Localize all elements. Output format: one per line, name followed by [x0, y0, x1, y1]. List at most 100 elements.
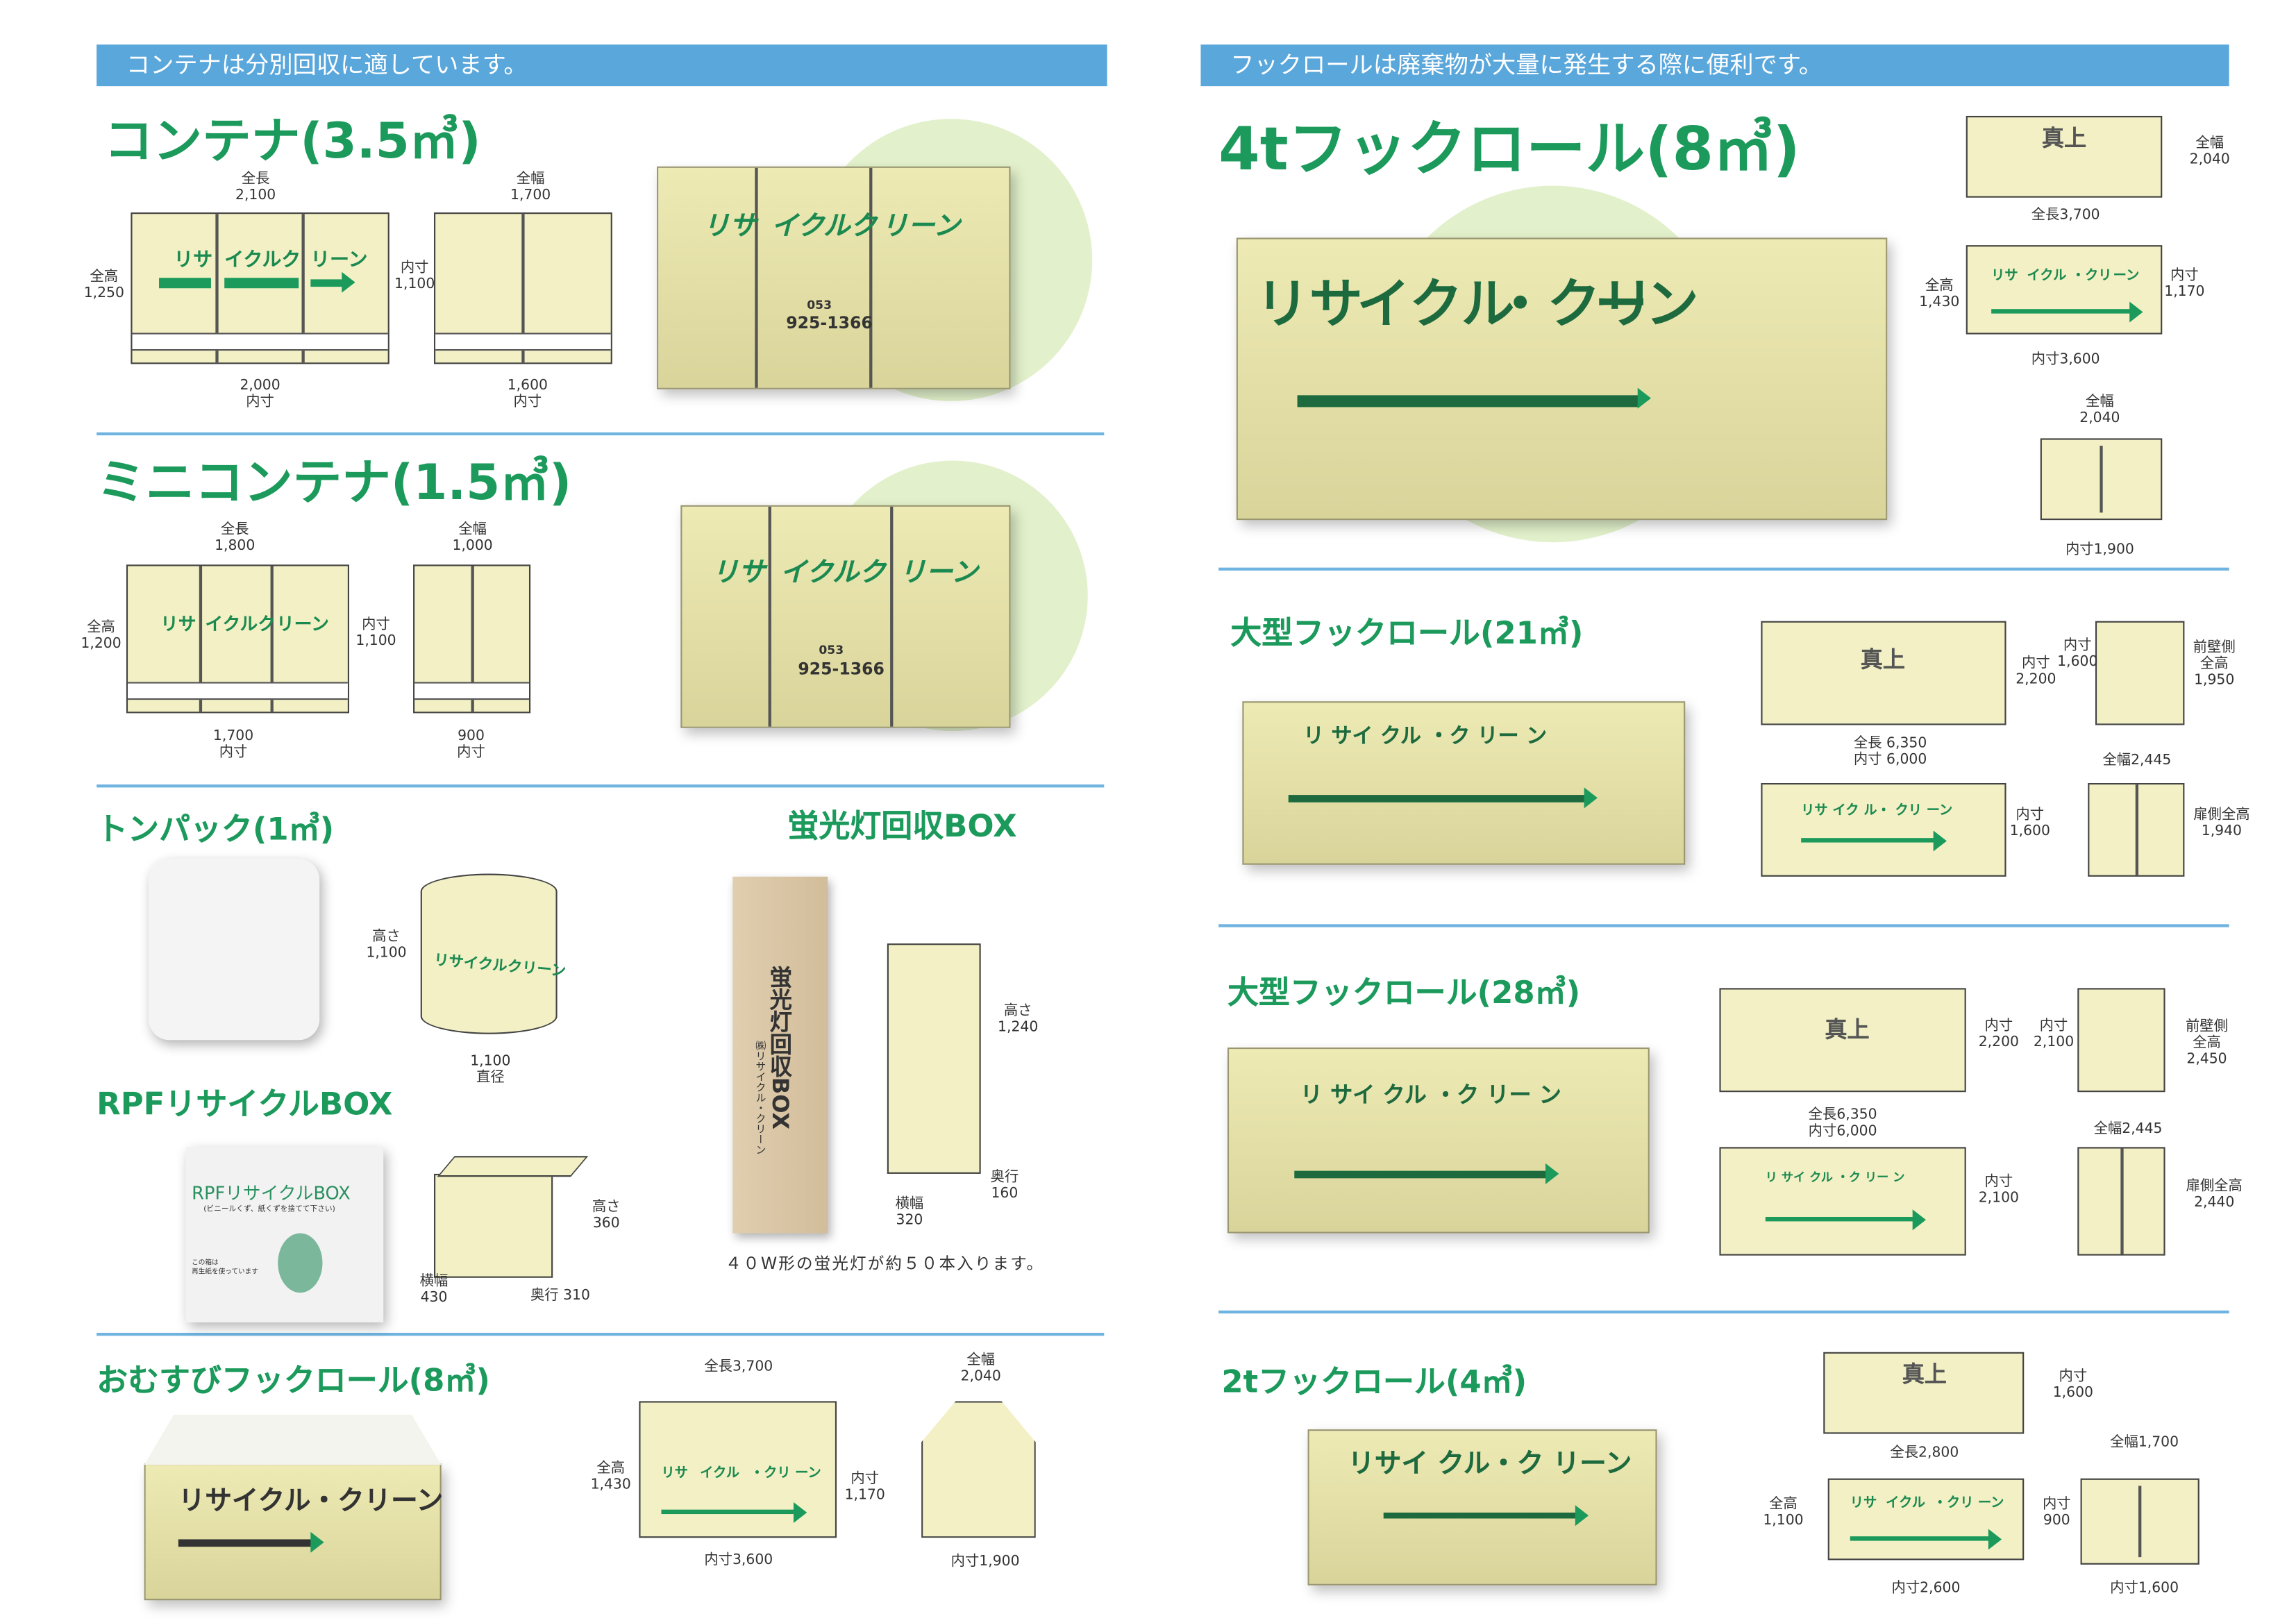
hook28-side-drawing: リ サイ クル ・ク リー ン [1719, 1147, 1966, 1256]
hook21-title: 大型フックロール(21㎥) [1230, 615, 1584, 651]
lettering: イクル [2027, 269, 2067, 284]
lettering: リサ [661, 1466, 689, 1481]
rpf-box-title: RPFリサイクルBOX [97, 1086, 393, 1122]
tonpack-drawing: リサイクルクリーン [420, 873, 567, 1034]
box-company: ㈱リサイクル・クリーン [755, 1040, 767, 1155]
rpf-box-drawing [433, 1173, 553, 1278]
hook4t-photo: リサ イクル ・クリ ーン [1236, 237, 1888, 521]
hook2t-side-drawing: リサ イクル ・クリ ーン [1827, 1478, 2025, 1561]
lettering: ーン [795, 1466, 821, 1481]
top-view-label: 真上 [1860, 646, 1906, 673]
dimension-label: 内寸 2,200 [1978, 1018, 2019, 1051]
dimension-label: 内寸3,600 [704, 1551, 773, 1569]
dimension-label: 全高 1,430 [590, 1461, 631, 1494]
dimension-label: 内寸 1,170 [2164, 267, 2205, 301]
fluorescent-box-drawing [887, 943, 981, 1174]
lettering: リサ [160, 613, 196, 634]
omusubi-roof [144, 1414, 442, 1465]
dimension-label: 900 内寸 [457, 728, 485, 761]
hook2t-top-view [1823, 1352, 2025, 1434]
box-recycled-note: この箱は 再生紙を使っています [192, 1260, 258, 1277]
dimension-label: 高さ 1,240 [998, 1002, 1039, 1036]
dimension-label: 扉側全高 1,940 [2193, 807, 2250, 840]
top-view-label: 真上 [1902, 1361, 1947, 1388]
lettering: リーン [310, 249, 368, 272]
mini-container-front-drawing: リサ イクルク リーン [126, 564, 349, 714]
dimension-label: 1,100 直径 [470, 1053, 511, 1086]
container-35-front-drawing: リサ イクルク リーン [131, 212, 389, 364]
lettering: リサ [1991, 269, 2018, 284]
dimension-label: 内寸 2,100 [1978, 1173, 2019, 1207]
dimension-label: 全長 2,100 [235, 171, 276, 204]
lettering: イクル [700, 1466, 739, 1481]
tonpack-photo [149, 859, 320, 1041]
lettering: ーン [1977, 1496, 2004, 1511]
hook28-photo: リ サイ クル ・ク リー ン [1227, 1047, 1650, 1234]
rpf-box-drawing-top [437, 1156, 589, 1177]
mini-container-photo: リサ イクルク リーン 053 925-1366 [680, 505, 1011, 728]
hook2t-end-drawing [2080, 1478, 2199, 1565]
dimension-label: 内寸 1,100 [355, 616, 396, 650]
dimension-label: 全長3,700 [704, 1359, 773, 1375]
container-35-photo: リサ イクルク リーン 053 925-1366 [657, 166, 1011, 389]
dimension-label: 全高 1,430 [1919, 278, 1960, 311]
photo-lettering: リーン [881, 210, 960, 242]
divider [1218, 567, 2229, 570]
dimension-label: 全幅2,445 [2093, 1120, 2163, 1138]
photo-lettering: ーン [1594, 274, 1699, 336]
lettering: リサ [1850, 1496, 1877, 1511]
lettering: ・クリ [1933, 1496, 1974, 1511]
right-section-banner: フックロールは廃棄物が大量に発生する際に便利です。 [1200, 44, 2229, 87]
hook2t-photo: リサイ クル・ク リーン [1307, 1429, 1657, 1586]
dimension-label: 全幅 1,000 [452, 521, 493, 555]
lettering: リサイクルクリーン [433, 952, 567, 981]
dimension-label: 全長2,800 [1890, 1445, 1959, 1462]
photo-lettering: リーン [898, 557, 978, 589]
photo-lettering: リ サイ クル ・ク リー ン [1300, 1082, 1561, 1109]
dimension-label: 前壁側 全高 2,450 [2185, 1018, 2229, 1068]
lettering: ーン [2113, 269, 2140, 284]
lettering: リ サイ クル ・ク リー ン [1765, 1170, 1905, 1184]
top-view-label: 真上 [2041, 124, 2087, 152]
dimension-label: 全長 6,350 内寸 6,000 [1853, 735, 1927, 768]
photo-lettering: ・クリ [1493, 274, 1654, 336]
box-print: RPFリサイクルBOX [192, 1182, 351, 1204]
hook21-front-drawing [2095, 621, 2185, 725]
hook28-top-view [1719, 988, 1966, 1093]
dimension-label: 2,000 内寸 [240, 377, 280, 410]
dimension-label: 横幅 320 [895, 1196, 924, 1229]
container-35-title: コンテナ(3.5㎥) [103, 111, 481, 170]
fluorescent-box-note: ４０W形の蛍光灯が約５０本入ります。 [725, 1254, 1045, 1274]
hook4t-side-drawing: リサ イクル ・クリ ーン [1966, 245, 2163, 335]
hook28-end-drawing [2077, 1147, 2165, 1256]
photo-lettering: イクルク [780, 557, 886, 589]
lettering: ・クリ [750, 1466, 791, 1481]
lettering: イクルク [224, 249, 301, 272]
divider [1218, 1310, 2229, 1313]
dimension-label: 内寸 1,600 [2009, 807, 2050, 840]
dimension-label: 全幅 2,040 [2079, 394, 2120, 427]
box-subtext: (ビニールくず、紙くずを捨てて下さい) [203, 1204, 335, 1214]
hook21-end-drawing [2088, 782, 2185, 877]
photo-lettering: イクル [1357, 274, 1515, 336]
lettering: リサ [174, 249, 213, 272]
fluorescent-box-title: 蛍光灯回収BOX [787, 808, 1017, 844]
dimension-label: 高さ 1,100 [366, 928, 407, 961]
photo-lettering: リサイ クル・ク リーン [1348, 1448, 1632, 1480]
dimension-label: 内寸1,900 [950, 1553, 1020, 1570]
omusubi-end-drawing [921, 1401, 1036, 1538]
dimension-label: 全幅 1,700 [510, 171, 551, 204]
dimension-label: 内寸 2,100 [2033, 1018, 2075, 1051]
hook28-title: 大型フックロール(28㎥) [1227, 975, 1581, 1011]
hook4t-end-drawing [2040, 438, 2163, 521]
photo-lettering: リサ [703, 210, 757, 242]
dimension-label: 内寸 1,600 [2057, 637, 2098, 671]
tonpack-title: トンパック(1㎥) [97, 811, 335, 848]
left-section-banner: コンテナは分別回収に適しています。 [97, 44, 1107, 87]
mini-container-side-drawing [413, 564, 531, 714]
dimension-label: 内寸 1,170 [844, 1470, 885, 1504]
photo-lettering: リサ [1255, 274, 1363, 336]
photo-lettering: リサ [712, 557, 766, 589]
dimension-label: 全幅2,445 [2102, 752, 2172, 769]
